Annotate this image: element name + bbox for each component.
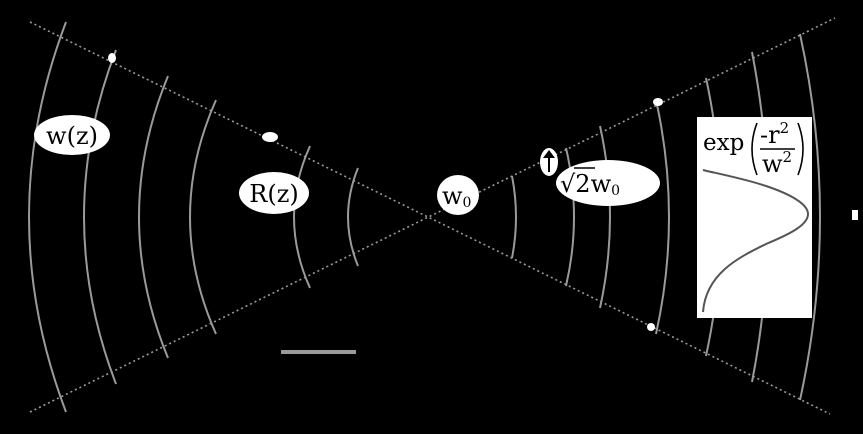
exp-num-r: r	[768, 121, 780, 149]
label-curvature-radius: R(z)	[239, 172, 309, 214]
intensity-profile-panel: exp -r2 w2	[697, 117, 812, 318]
svg-text:-r2: -r2	[760, 119, 789, 149]
exp-function-text: exp	[703, 130, 744, 156]
label-sqrt-symbol: √	[560, 170, 576, 198]
marker-left-center	[262, 132, 278, 142]
label-curvature-radius-text: R(z)	[249, 180, 298, 208]
marker-axis-tick	[852, 210, 858, 220]
asymptote-upper-left-to-lower-right	[29, 21, 831, 415]
wavefront-right-1	[511, 175, 517, 259]
label-waist-sub: 0	[463, 195, 472, 211]
wavefront-right-2	[565, 147, 575, 287]
label-sqrt-w: w	[591, 170, 612, 198]
svg-text:w2: w2	[762, 148, 792, 178]
label-waist: w0	[437, 175, 479, 215]
arrow-up-icon	[543, 150, 555, 172]
wavefront-left-4	[189, 99, 217, 335]
wavefront-right-4	[655, 99, 670, 335]
marker-upper-left	[108, 53, 116, 63]
wavefront-left-6	[347, 167, 359, 267]
exp-den-sup: 2	[783, 148, 793, 166]
label-waist-base: w	[442, 182, 463, 210]
svg-text:√2w0: √2w0	[560, 170, 620, 199]
label-sqrt2-waist: √2w0	[556, 160, 660, 206]
beam-asymptotes	[29, 17, 836, 415]
exp-num-sup: 2	[780, 119, 790, 137]
wavefront-left-2	[83, 49, 117, 385]
gaussian-profile-curve	[702, 169, 810, 313]
wavefront-left-3	[138, 75, 169, 359]
exp-num-minus: -	[760, 121, 768, 149]
label-beam-radius: w(z)	[34, 115, 110, 155]
exp-den-w: w	[762, 150, 783, 178]
wavefronts-left	[28, 21, 359, 413]
label-sqrt-arg: 2	[575, 170, 590, 198]
marker-lower-right	[647, 323, 655, 331]
wavefront-left-1	[28, 21, 67, 413]
exp-right-paren	[797, 122, 804, 176]
wavefront-right-3	[599, 125, 611, 309]
wavefront-right-7	[799, 33, 821, 401]
exp-left-paren	[751, 122, 758, 176]
label-beam-radius-text: w(z)	[46, 122, 98, 150]
label-sqrt-sub: 0	[611, 183, 620, 199]
svg-text:w0: w0	[442, 182, 471, 211]
wavefront-left-5	[293, 145, 311, 289]
asymptote-lower-left-to-upper-right	[29, 17, 836, 413]
marker-upper-right	[653, 98, 663, 106]
